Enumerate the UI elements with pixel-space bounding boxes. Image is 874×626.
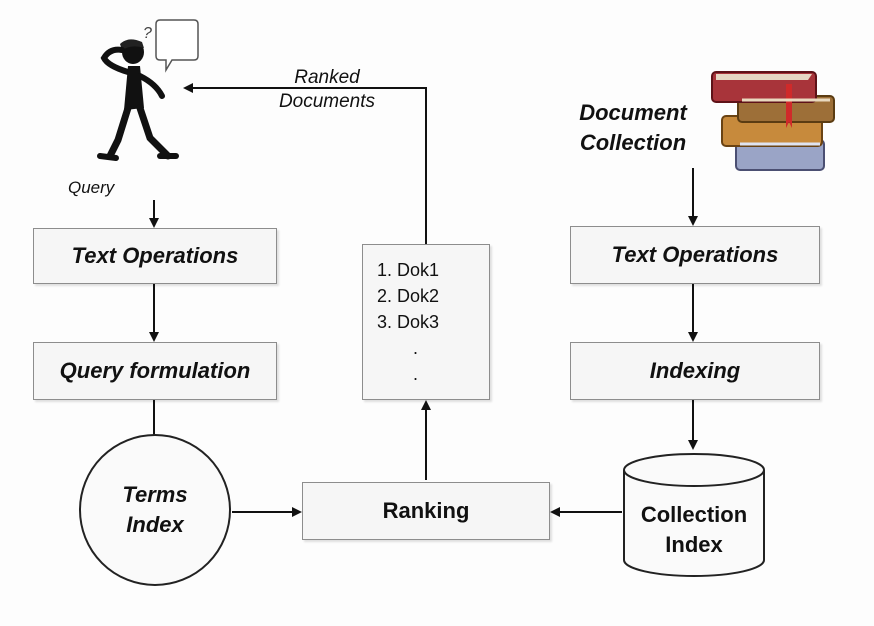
result-item-1: 1. Dok1 (377, 260, 440, 280)
terms-index-circle (79, 434, 231, 586)
terms-index-label: Terms Index (95, 480, 215, 540)
document-collection-line2: Collection (579, 130, 687, 155)
collection-index-line2: Index (665, 532, 723, 557)
thought-bubble-icon (155, 19, 199, 73)
indexing-box: Indexing (570, 342, 820, 400)
collection-index-label: Collection Index (624, 500, 764, 560)
query-formulation-box: Query formulation (33, 342, 277, 400)
result-item-3: 3. Dok3 (377, 312, 440, 332)
ranked-documents-line1: Ranked (294, 67, 360, 88)
result-ellipsis-1: . (413, 338, 419, 358)
books-stack-icon (711, 71, 835, 171)
terms-index-line1: Terms (122, 482, 188, 507)
collection-index-cylinder (623, 453, 765, 577)
text-operations-collection-box: Text Operations (570, 226, 820, 284)
query-label: Query (68, 178, 115, 197)
arrow-results-to-user (183, 83, 427, 244)
collection-index-line1: Collection (640, 502, 748, 527)
document-collection-label: Document Collection (570, 98, 696, 158)
terms-index-line2: Index (126, 512, 184, 537)
ranked-documents-line2: Documents (278, 91, 376, 112)
ranking-box: Ranking (302, 482, 550, 540)
results-list-box: 1. Dok1 2. Dok2 3. Dok3 . . (362, 244, 490, 400)
thought-question-mark: ? (143, 25, 152, 42)
document-collection-line1: Document (579, 100, 687, 125)
results-list: 1. Dok1 2. Dok2 3. Dok3 . . (377, 257, 439, 387)
thinking-person-icon: ? (97, 19, 199, 161)
ranked-documents-label: Ranked Documents (262, 66, 392, 114)
text-operations-query-box: Text Operations (33, 228, 277, 284)
result-ellipsis-2: . (413, 364, 419, 384)
result-item-2: 2. Dok2 (377, 286, 440, 306)
connectors (149, 83, 698, 517)
